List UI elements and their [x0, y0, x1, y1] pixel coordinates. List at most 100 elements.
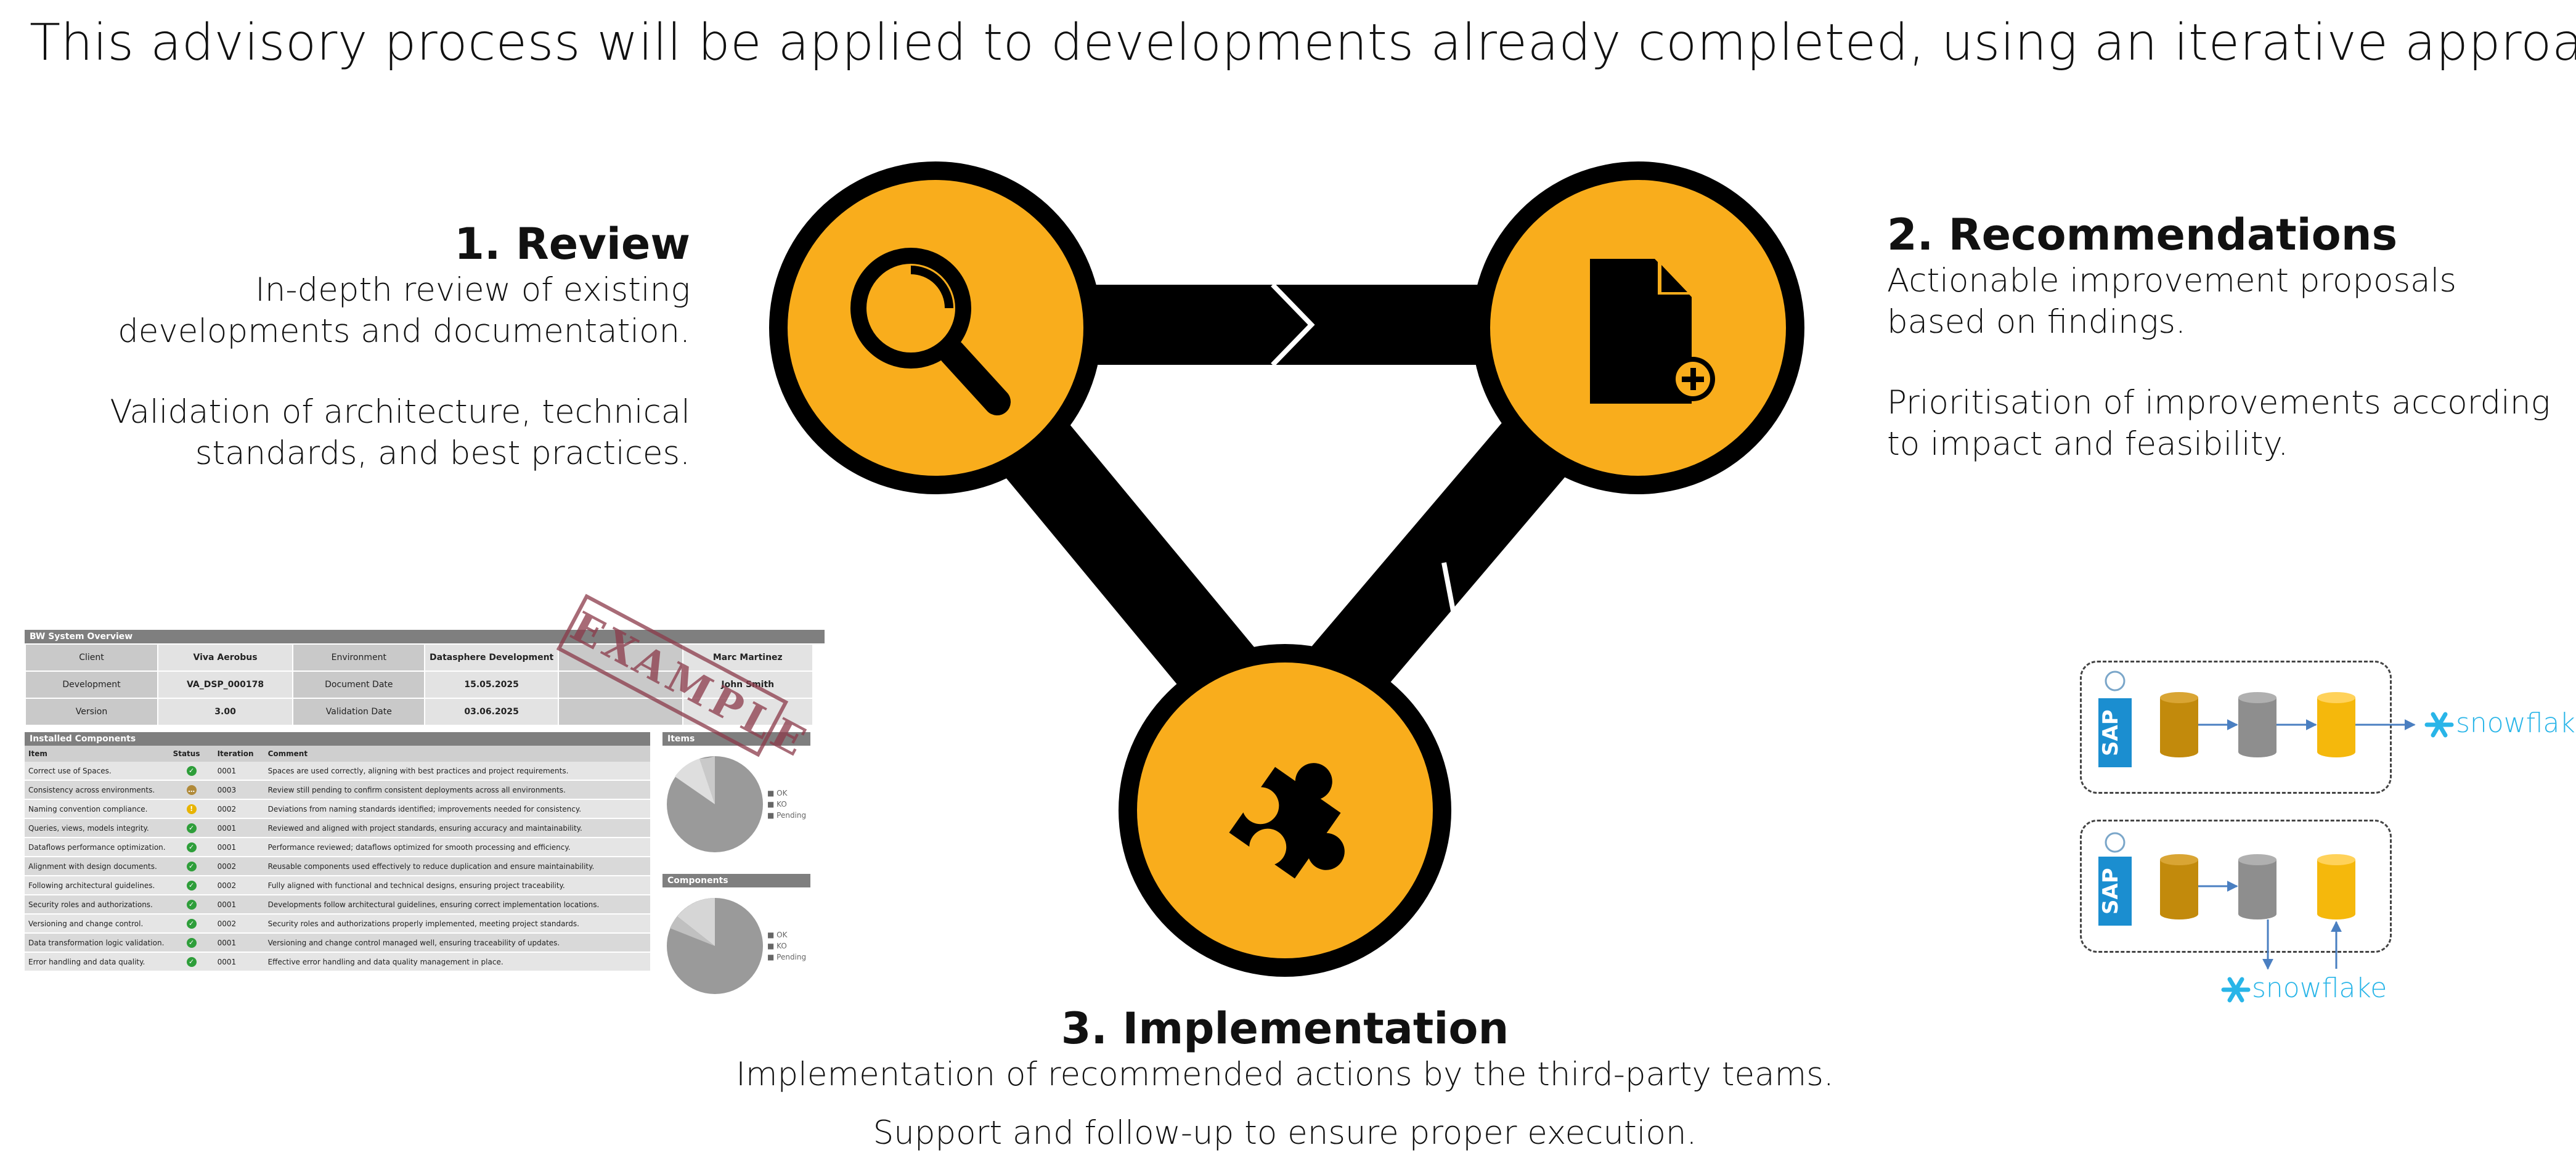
- status-cell: …: [169, 780, 214, 800]
- iteration-cell: 0001: [213, 762, 264, 781]
- item-cell: Security roles and authorizations.: [25, 895, 169, 915]
- overview-cell: Environment: [292, 643, 426, 672]
- warning-icon: !: [186, 804, 197, 814]
- item-cell: Data transformation logic validation.: [25, 933, 169, 953]
- pending-icon: …: [186, 785, 197, 795]
- overview-cell: [557, 671, 683, 699]
- cylinder-yellow-2: [2317, 854, 2355, 919]
- check-icon: ✓: [186, 765, 197, 776]
- cylinder-gold-1: [2160, 692, 2198, 757]
- comment-cell: Reviewed and aligned with project standa…: [264, 818, 650, 838]
- components-pie-chart: [667, 898, 763, 994]
- overview-cell: Marc Martinez: [682, 643, 814, 672]
- overview-cell: Validation Date: [292, 698, 426, 726]
- overview-cell: Client: [25, 643, 158, 672]
- cylinder-grey-1: [2238, 692, 2276, 757]
- document-plus-icon: [1590, 259, 1715, 404]
- snowflake-icon: [2221, 977, 2251, 1003]
- recommendations-text: 2. Recommendations Actionable improvemen…: [1887, 210, 2553, 465]
- status-cell: ✓: [169, 952, 214, 972]
- cylinder-yellow-1: [2317, 692, 2355, 757]
- comment-cell: Deviations from naming standards identif…: [264, 799, 650, 819]
- recommendations-paragraph-1: Actionable improvement proposals based o…: [1887, 262, 2456, 341]
- overview-cell: VA_DSP_000178: [157, 671, 294, 699]
- check-icon: ✓: [186, 899, 197, 910]
- item-cell: Correct use of Spaces.: [25, 762, 169, 781]
- items-chart-legend: ■ OK■ KO■ Pending: [767, 788, 806, 821]
- iteration-cell: 0001: [213, 895, 264, 915]
- check-icon: ✓: [186, 918, 197, 929]
- iteration-cell: 0003: [213, 780, 264, 800]
- overview-cell: [682, 698, 814, 726]
- table-row: Data transformation logic validation.✓00…: [25, 933, 650, 953]
- implementation-text: 3. Implementation Implementation of reco…: [678, 1003, 1892, 1154]
- status-cell: ✓: [169, 876, 214, 895]
- magnifier-icon: [850, 248, 1011, 415]
- item-cell: Naming convention compliance.: [25, 799, 169, 819]
- puzzle-piece-icon: [1229, 763, 1345, 879]
- implementation-heading: 3. Implementation: [1061, 1003, 1509, 1054]
- recommendations-paragraph-2: Prioritisation of improvements according…: [1887, 384, 2551, 463]
- status-cell: !: [169, 799, 214, 819]
- iteration-cell: 0002: [213, 857, 264, 876]
- recommendations-heading: 2. Recommendations: [1887, 210, 2398, 260]
- item-cell: Error handling and data quality.: [25, 952, 169, 972]
- overview-cell: John Smith: [682, 671, 814, 699]
- status-cell: ✓: [169, 914, 214, 934]
- iteration-cell: 0002: [213, 914, 264, 934]
- sap-logo: SAP: [2098, 698, 2132, 767]
- architecture-box-2: [2080, 820, 2392, 953]
- overview-cell: [557, 698, 683, 726]
- implementation-paragraph-2: Support and follow-up to ensure proper e…: [873, 1114, 1697, 1152]
- iteration-cell: 0002: [213, 799, 264, 819]
- comment-cell: Spaces are used correctly, aligning with…: [264, 762, 650, 781]
- status-cell: ✓: [169, 838, 214, 857]
- items-chart-bar: Items: [662, 732, 810, 746]
- overview-cell: 15.05.2025: [424, 671, 559, 699]
- table-row: Following architectural guidelines.✓0002…: [25, 876, 650, 895]
- check-icon: ✓: [186, 880, 197, 891]
- review-paragraph-1: In-depth review of existing developments…: [118, 271, 690, 350]
- status-cell: ✓: [169, 857, 214, 876]
- comment-cell: Review still pending to confirm consiste…: [264, 780, 650, 800]
- snowflake-label: snowflake: [2252, 972, 2387, 1004]
- column-header: Status: [169, 746, 214, 762]
- comment-cell: Fully aligned with functional and techni…: [264, 876, 650, 895]
- comment-cell: Developments follow architectural guidel…: [264, 895, 650, 915]
- item-cell: Queries, views, models integrity.: [25, 818, 169, 838]
- overview-cell: Viva Aerobus: [157, 643, 294, 672]
- cycle-diagram: [769, 161, 1804, 977]
- review-heading: 1. Review: [454, 219, 690, 269]
- pipeline-row-2: [2105, 832, 2355, 970]
- iteration-cell: 0002: [213, 876, 264, 895]
- overview-cell: 03.06.2025: [424, 698, 559, 726]
- sap-logo: SAP: [2098, 857, 2132, 926]
- components-chart-bar: Components: [662, 874, 810, 887]
- column-header: Item: [25, 746, 169, 762]
- check-icon: ✓: [186, 861, 197, 871]
- legend-entry: ■ OK: [767, 789, 788, 797]
- status-cell: ✓: [169, 933, 214, 953]
- architecture-box-1: [2080, 661, 2392, 794]
- review-node: [769, 161, 1102, 494]
- cylinder-gold-2: [2160, 854, 2198, 919]
- comment-cell: Effective error handling and data qualit…: [264, 952, 650, 972]
- legend-entry: ■ KO: [767, 800, 787, 809]
- item-cell: Alignment with design documents.: [25, 857, 169, 876]
- components-bar: Installed Components: [25, 732, 650, 746]
- column-header: Iteration: [213, 746, 264, 762]
- status-cell: ✓: [169, 762, 214, 781]
- column-header: Comment: [264, 746, 650, 762]
- comment-cell: Security roles and authorizations proper…: [264, 914, 650, 934]
- overview-bar: BW System Overview: [25, 630, 825, 643]
- snowflake-label: snowflake: [2456, 707, 2576, 739]
